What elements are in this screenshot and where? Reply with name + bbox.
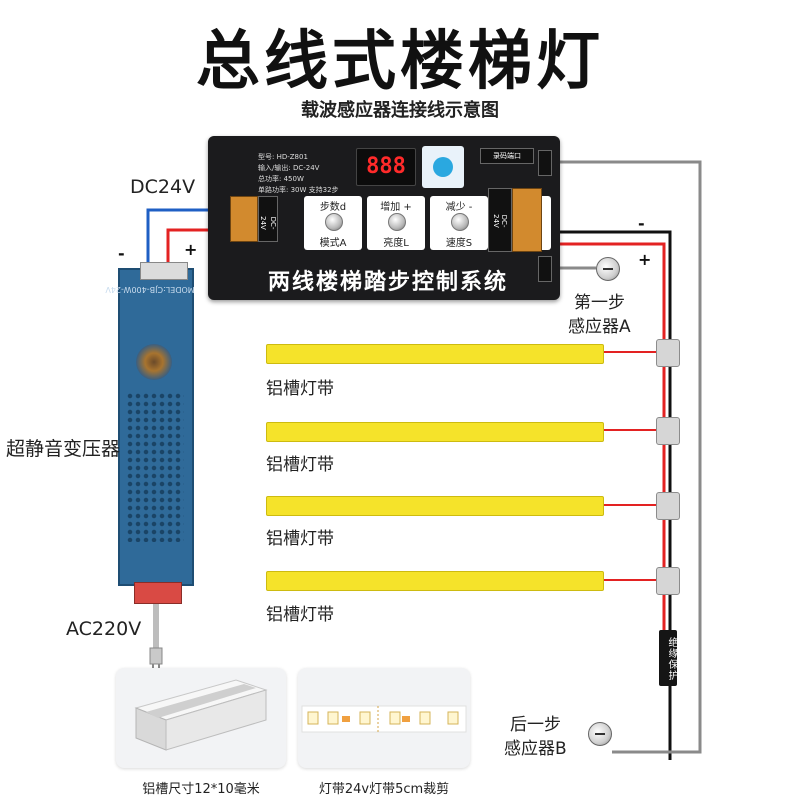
sensor-a-line2: 感应器A [568, 317, 631, 337]
button-knob-icon [451, 213, 469, 231]
photo-caption-strip: 灯带24v灯带5cm裁剪 [318, 782, 450, 797]
led-strip-photo [298, 668, 470, 768]
button-top-label: 增加 + [380, 202, 412, 213]
button-knob-icon [325, 213, 343, 231]
controller-display: 888 [356, 148, 416, 186]
led-strip-1 [266, 344, 604, 364]
sensor-b-line1: 后一步 [510, 715, 561, 735]
output-terminal-label: DC-24V [488, 188, 512, 252]
code-port: 录码端口 [480, 148, 534, 164]
sensor-a-icon [596, 257, 620, 281]
strip-connector-1 [656, 339, 680, 367]
strip-label-2: 铝槽灯带 [266, 455, 334, 475]
sensor-port-socket [538, 256, 552, 282]
psu-vent-grille [126, 392, 184, 542]
bus-minus-sign: - [638, 214, 645, 233]
psu-minus-sign: - [118, 244, 125, 263]
button-bottom-label: 亮度L [383, 238, 409, 249]
code-port-wire [548, 160, 702, 754]
led-strip-3 [266, 496, 604, 516]
ac220v-label: AC220V [66, 618, 142, 640]
aluminum-channel-icon [134, 679, 268, 751]
sensor-b-line2: 感应器B [504, 739, 567, 759]
controller-spec-io: 输入/输出: DC-24V [258, 164, 320, 172]
led-strip-2 [266, 422, 604, 442]
controller-button-decrease[interactable]: 减少 - 速度S [430, 196, 488, 250]
output-terminal [512, 188, 542, 252]
input-terminal [230, 196, 258, 242]
ac-plug [149, 647, 163, 665]
diagram-subtitle: 载波感应器连接线示意图 [301, 100, 499, 121]
controller-spec-channel: 单路功率: 30W 支持32步 [258, 186, 339, 194]
strip-connector-2 [656, 417, 680, 445]
psu-plus-sign: + [184, 240, 198, 259]
button-top-label: 减少 - [445, 202, 473, 213]
controller-button-steps[interactable]: 步数d 模式A [304, 196, 362, 250]
controller-name: 两线楼梯踏步控制系统 [267, 270, 508, 295]
led-strip-sample-icon [301, 705, 467, 733]
led-strip-4 [266, 571, 604, 591]
code-port-socket [538, 150, 552, 176]
psu-coil-icon [136, 344, 172, 380]
button-bottom-label: 模式A [319, 238, 347, 249]
controller-spec-model: 型号: HD-Z801 [258, 153, 308, 161]
input-terminal-label: DC-24V [258, 196, 278, 242]
qr-code-icon [422, 146, 464, 188]
strip-connector-3 [656, 492, 680, 520]
psu-model-text: MODEL:CJB-400W-24V [105, 285, 195, 294]
button-bottom-label: 速度S [445, 238, 473, 249]
sensor-b-icon [588, 722, 612, 746]
sensor-a-line1: 第一步 [574, 293, 625, 313]
bus-plus-sign: + [638, 250, 652, 269]
button-top-label: 步数d [319, 202, 347, 213]
controller-button-increase[interactable]: 增加 + 亮度L [367, 196, 425, 250]
controller-spec-power: 总功率: 450W [258, 175, 304, 183]
insulation-tag: 绝缘保护 [659, 630, 677, 686]
photo-caption-channel: 铝槽尺寸12*10毫米 [142, 782, 260, 797]
psu-output-terminal [140, 262, 188, 280]
strip-label-4: 铝槽灯带 [266, 605, 334, 625]
button-knob-icon [388, 213, 406, 231]
diagram-title: 总线式楼梯灯 [196, 25, 604, 99]
strip-label-3: 铝槽灯带 [266, 529, 334, 549]
psu-negative-wire [146, 208, 235, 262]
psu-input-terminal [134, 582, 182, 604]
aluminum-channel-photo [116, 668, 286, 768]
strip-connector-4 [656, 567, 680, 595]
strip-label-1: 铝槽灯带 [266, 379, 334, 399]
psu-label: 超静音变压器 [6, 438, 121, 460]
dc24v-label: DC24V [130, 176, 196, 198]
